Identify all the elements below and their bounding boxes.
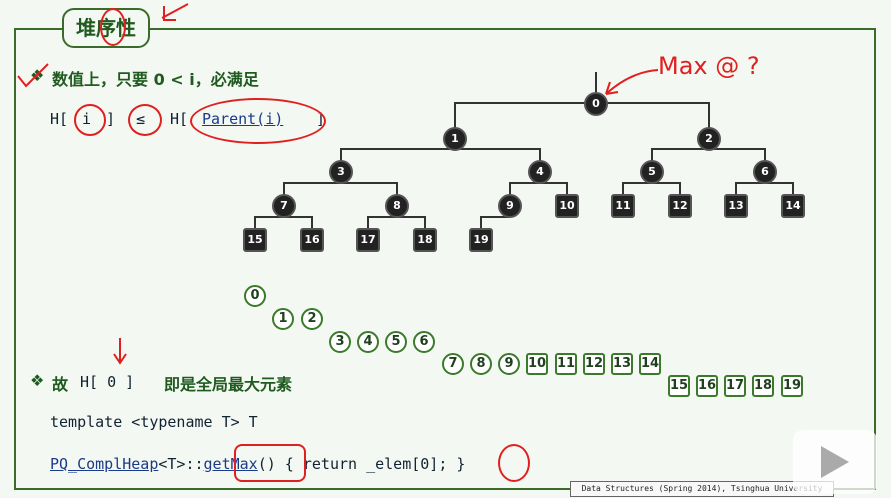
tree-node-5: 5 (640, 160, 664, 184)
array-cell-16: 16 (696, 375, 718, 397)
array-cell-12: 12 (583, 353, 605, 375)
code-line-1: template <typename T> T (50, 413, 258, 431)
tree-node-15: 15 (243, 228, 267, 252)
annotation-ring-leq (128, 104, 162, 136)
annotation-down-arrow-icon (113, 338, 127, 365)
array-cell-5: 5 (385, 331, 407, 353)
tree-node-13: 13 (724, 194, 748, 218)
array-cell-13: 13 (611, 353, 633, 375)
code-fn-link[interactable]: getMax (203, 455, 258, 473)
annotation-scribble-icon (161, 3, 189, 21)
array-cell-1: 1 (272, 308, 294, 330)
tree-node-3: 3 (329, 160, 353, 184)
tree-node-1: 1 (443, 127, 467, 151)
bullet-1-text: 数值上，只要 0 < i，必满足 (52, 70, 259, 89)
array-cell-9: 9 (498, 353, 520, 375)
array-cell-6: 6 (413, 331, 435, 353)
code-fn-body: () { return _elem[0]; } (257, 455, 466, 473)
tree-node-16: 16 (300, 228, 324, 252)
tree-node-7: 7 (272, 194, 296, 218)
code-class-link[interactable]: PQ_ComplHeap (50, 455, 159, 473)
tree-node-9: 9 (498, 194, 522, 218)
annotation-ring-zero (498, 444, 530, 482)
array-cell-0: 0 (244, 285, 266, 307)
video-play-overlay[interactable] (793, 430, 877, 494)
array-cell-7: 7 (442, 353, 464, 375)
array-cell-3: 3 (329, 331, 351, 353)
array-cell-10: 10 (526, 353, 548, 375)
annotation-arrow-icon (605, 69, 659, 95)
tree-node-0: 0 (584, 92, 608, 116)
formula-h-open-2: H[ (170, 110, 189, 128)
tree-node-11: 11 (611, 194, 635, 218)
array-cell-19: 19 (781, 375, 803, 397)
array-cell-18: 18 (752, 375, 774, 397)
tree-node-14: 14 (781, 194, 805, 218)
tree-node-4: 4 (528, 160, 552, 184)
annotation-ring-parent (190, 98, 326, 144)
array-cell-11: 11 (555, 353, 577, 375)
array-cell-14: 14 (639, 353, 661, 375)
array-cell-4: 4 (357, 331, 379, 353)
annotation-ring-title (100, 8, 126, 46)
tree-node-6: 6 (753, 160, 777, 184)
bullet-2-code: H[ 0 ] (80, 373, 135, 391)
annotation-max: Max @ ? (658, 52, 760, 80)
tree-node-10: 10 (555, 194, 579, 218)
annotation-ring-i (74, 104, 106, 136)
array-cell-17: 17 (724, 375, 746, 397)
array-cell-2: 2 (301, 308, 323, 330)
tree-node-19: 19 (469, 228, 493, 252)
bullet-2-suffix: 即是全局最大元素 (164, 375, 293, 394)
slide-frame (14, 28, 876, 490)
code-line-2: PQ_ComplHeap<T>::getMax() { return _elem… (50, 455, 465, 473)
play-icon (821, 446, 849, 478)
bullet-2-prefix: 故 (52, 375, 69, 394)
tree-node-18: 18 (413, 228, 437, 252)
annotation-ring-getmax (234, 444, 306, 482)
tree-node-17: 17 (356, 228, 380, 252)
tree-node-12: 12 (668, 194, 692, 218)
formula-h-close: ] (106, 110, 116, 128)
bullet-marker-2: ❖ (30, 371, 45, 390)
array-cell-15: 15 (668, 375, 690, 397)
code-template-arg: <T>:: (158, 455, 204, 473)
formula-h-open: H[ (50, 110, 69, 128)
annotation-check-icon (17, 63, 49, 88)
tree-node-2: 2 (697, 127, 721, 151)
tree-node-8: 8 (385, 194, 409, 218)
array-cell-8: 8 (470, 353, 492, 375)
